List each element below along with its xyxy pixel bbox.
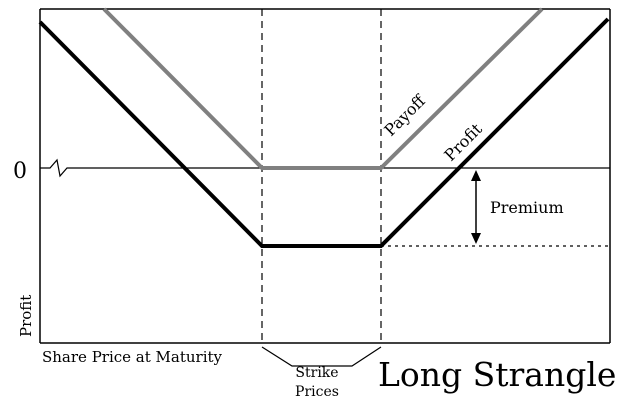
x-axis-label: Share Price at Maturity bbox=[42, 348, 223, 366]
zero-label: 0 bbox=[13, 159, 27, 184]
premium-arrow-head-down bbox=[471, 233, 481, 244]
payoff-label: Payoff bbox=[380, 90, 430, 140]
profit-line bbox=[38, 17, 610, 248]
profit-label: Profit bbox=[440, 119, 486, 165]
strike-label-line1: Strike bbox=[295, 365, 338, 381]
strike-bracket bbox=[261, 346, 382, 367]
y-axis-label: Profit bbox=[17, 295, 35, 337]
premium-label: Premium bbox=[490, 198, 564, 217]
diagram-title: Long Strangle bbox=[378, 355, 616, 394]
payoff-line bbox=[102, 7, 544, 170]
premium-arrow-head-up bbox=[471, 170, 481, 181]
zero-axis-break bbox=[40, 158, 70, 178]
strike-label-line2: Prices bbox=[295, 384, 339, 400]
